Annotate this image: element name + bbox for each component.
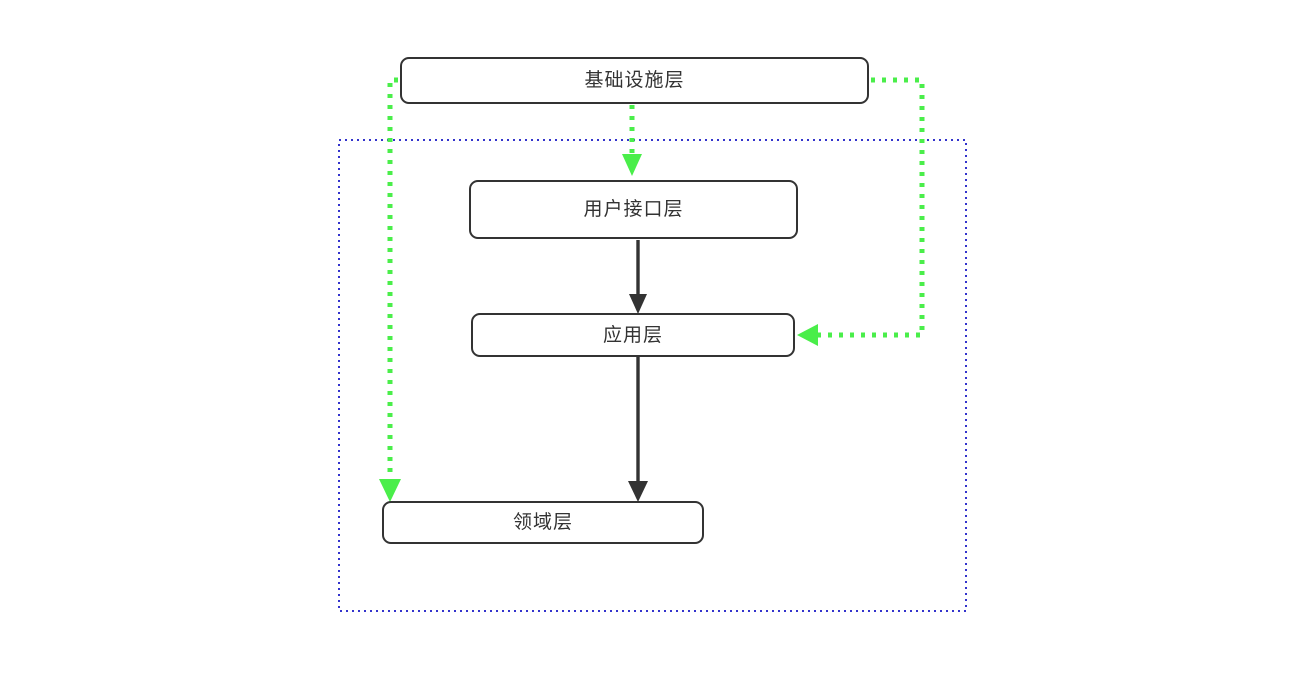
node-application[interactable]: 应用层	[471, 313, 795, 357]
node-domain[interactable]: 领域层	[382, 501, 704, 544]
edge-infrastructure-to-domain	[379, 77, 401, 502]
node-domain-label: 领域层	[512, 511, 573, 533]
node-user-interface-label: 用户接口层	[583, 198, 684, 220]
edge-ui-to-application	[629, 240, 647, 314]
node-user-interface[interactable]: 用户接口层	[469, 180, 798, 239]
node-infrastructure[interactable]: 基础设施层	[400, 57, 869, 104]
node-application-label: 应用层	[602, 323, 663, 346]
node-infrastructure-label: 基础设施层	[584, 69, 685, 91]
edge-infrastructure-to-application	[797, 77, 925, 346]
edge-application-to-domain	[628, 357, 648, 502]
dashed-group-container	[338, 139, 967, 612]
edge-infrastructure-to-ui	[622, 105, 642, 176]
